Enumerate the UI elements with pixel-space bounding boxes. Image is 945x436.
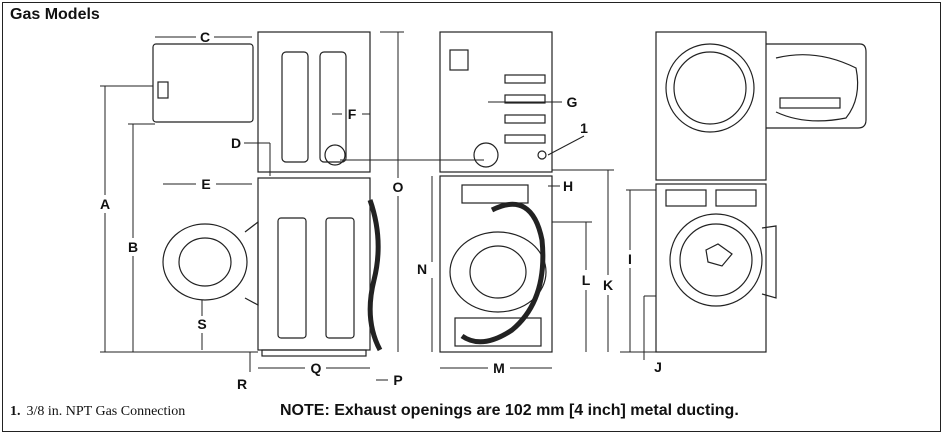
door-handle (157, 81, 169, 99)
footnote-number: 1. (10, 404, 21, 419)
open-door (152, 43, 254, 123)
label-m: M (493, 360, 505, 376)
lower-washer-cabinet (257, 177, 371, 351)
washer-door-open-front (761, 225, 777, 299)
washer-door-open (162, 223, 248, 301)
upper-dryer-cabinet (257, 31, 371, 173)
label-k: K (603, 277, 613, 293)
label-r: R (237, 376, 247, 392)
label-p: P (393, 372, 402, 388)
dimension-lines (100, 31, 656, 381)
rear-view (439, 31, 553, 353)
exhaust-note: NOTE: Exhaust openings are 102 mm [4 inc… (280, 402, 739, 419)
footnote-text: 3/8 in. NPT Gas Connection (26, 404, 186, 419)
exhaust-opening (324, 144, 346, 166)
dimension-labels: C A B D E F S O N Q R P M G 1 H L K I J (100, 29, 662, 392)
front-lower-cabinet (655, 183, 767, 353)
label-1: 1 (580, 120, 588, 136)
label-f: F (348, 106, 357, 122)
drain-hose (367, 199, 383, 352)
lint-filter (779, 97, 841, 109)
gas-connection (537, 150, 547, 160)
label-l: L (582, 272, 591, 288)
label-a: A (100, 196, 110, 212)
diagram-frame (2, 2, 941, 432)
page-title: Gas Models (10, 6, 100, 23)
footnote: 1. 3/8 in. NPT Gas Connection (10, 404, 185, 420)
side-view (152, 31, 383, 357)
label-j: J (654, 359, 662, 375)
label-h: H (563, 178, 573, 194)
label-e: E (201, 176, 210, 192)
rear-lower-cabinet (439, 175, 553, 353)
label-i: I (628, 251, 632, 267)
label-c: C (200, 29, 210, 45)
label-q: Q (311, 360, 322, 376)
front-upper-cabinet (655, 31, 767, 181)
front-view (655, 31, 867, 353)
label-o: O (393, 179, 404, 195)
label-b: B (128, 239, 138, 255)
label-d: D (231, 135, 241, 151)
label-g: G (567, 94, 578, 110)
rear-drain-hose (460, 201, 546, 345)
rear-exhaust-opening (473, 142, 499, 168)
dryer-door-open (766, 43, 867, 129)
washer-drum (669, 213, 763, 307)
label-n: N (417, 261, 427, 277)
label-s: S (197, 316, 206, 332)
